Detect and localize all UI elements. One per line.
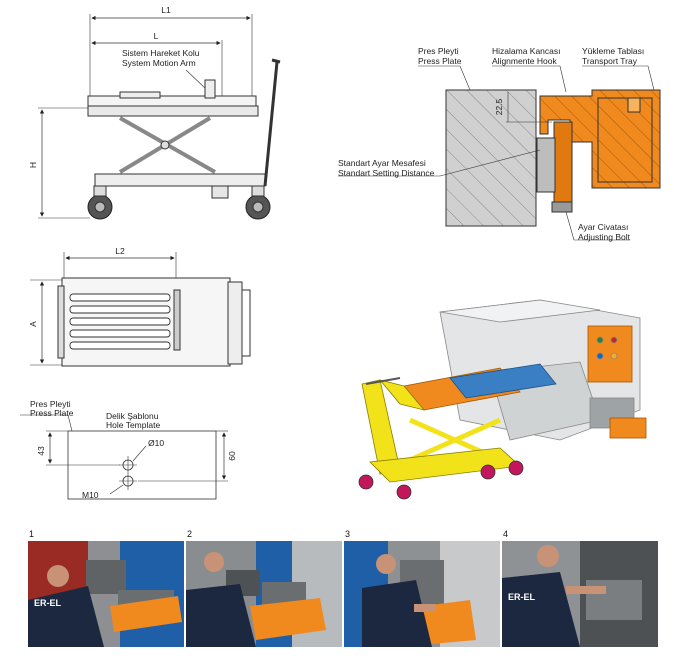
- section-leaders: [338, 65, 655, 241]
- hole-template-en: Hole Template: [106, 420, 160, 430]
- hole-template-tr: Delik Şablonu: [106, 411, 159, 421]
- section-tray-en: Transport Tray: [582, 56, 638, 66]
- dim-h: H: [28, 162, 38, 168]
- dim-43: 43: [36, 446, 46, 456]
- hole-plate-tr: Pres Pleyti: [30, 399, 71, 409]
- dim-60: 60: [227, 451, 237, 461]
- tray-slots: [69, 293, 171, 350]
- section-setting-en: Standart Setting Distance: [338, 168, 435, 178]
- photo-3: [344, 541, 500, 647]
- photo-strip: 1 2 3 4 ER-EL: [28, 529, 658, 647]
- hole-plate-en: Press Plate: [30, 408, 74, 418]
- hole-template-drawing: [20, 414, 228, 500]
- side-view-drawing: [38, 14, 281, 220]
- dim-l1: L1: [161, 5, 171, 15]
- photo-1: ER-EL: [28, 541, 184, 647]
- dim-22-5: 22.5: [494, 98, 504, 115]
- section-hook-en: Alignmente Hook: [492, 56, 557, 66]
- photo-3-number: 3: [345, 529, 350, 539]
- section-detail-drawing: [445, 89, 661, 227]
- bolt-label: M10: [82, 490, 99, 500]
- photo-4-number: 4: [503, 529, 508, 539]
- section-setting-tr: Standart Ayar Mesafesi: [338, 158, 426, 168]
- photo-1-number: 1: [29, 529, 34, 539]
- photo-4-shirt-logo: ER-EL: [508, 592, 536, 602]
- photo-2-number: 2: [187, 529, 192, 539]
- section-plate-en: Press Plate: [418, 56, 462, 66]
- dim-l2: L2: [115, 246, 125, 256]
- section-plate-tr: Pres Pleyti: [418, 46, 459, 56]
- photo-2: [186, 541, 342, 647]
- section-tray-tr: Yükleme Tablası: [582, 46, 644, 56]
- arm-label-tr: Sistem Hareket Kolu: [122, 48, 200, 58]
- arm-label-en: System Motion Arm: [122, 58, 196, 68]
- dia-label: Ø10: [148, 438, 164, 448]
- press-3d-illustration: [358, 299, 647, 500]
- photo-4: ER-EL: [502, 541, 658, 647]
- section-bolt-tr: Ayar Civatası: [578, 222, 628, 232]
- photo-1-shirt-logo: ER-EL: [34, 598, 62, 608]
- section-bolt-en: Adjusting Bolt: [578, 232, 631, 242]
- section-hook-tr: Hizalama Kancası: [492, 46, 561, 56]
- dim-l: L: [154, 31, 159, 41]
- dim-a: A: [28, 321, 38, 327]
